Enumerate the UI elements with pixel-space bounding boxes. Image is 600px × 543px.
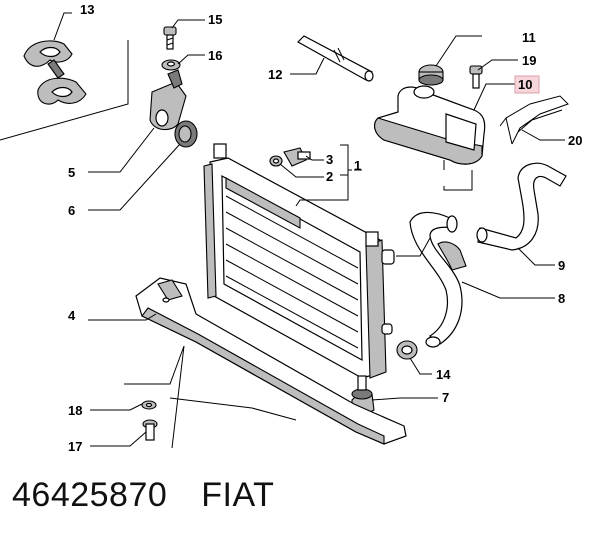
radiator-fins (225, 195, 359, 349)
label-13: 13 (80, 2, 94, 17)
part-number: 46425870 (12, 476, 168, 514)
label-20: 20 (568, 133, 582, 148)
highlight-box-10 (514, 75, 540, 94)
part-caption: 46425870 FIAT (12, 476, 274, 526)
label-18: 18 (68, 403, 82, 418)
label-14: 14 (436, 367, 451, 382)
part-3-sensor (283, 147, 311, 167)
label-19: 19 (522, 53, 536, 68)
part-12-hose (297, 35, 374, 82)
part-4-crossmember (135, 277, 407, 445)
label-5: 5 (68, 165, 75, 180)
part-20-clip (499, 95, 569, 145)
leader-lines (53, 12, 565, 449)
label-4: 4 (68, 308, 76, 323)
part-5-bracket (149, 69, 187, 131)
label-8: 8 (558, 291, 565, 306)
part-9-upper-hose (476, 162, 567, 251)
brand-name: FIAT (201, 476, 275, 514)
label-16: 16 (208, 48, 222, 63)
part-11-cap (418, 64, 444, 86)
part-18-washer (141, 400, 157, 410)
part-19-screw (469, 65, 483, 89)
part-10-expansion-tank (374, 85, 486, 170)
callout-labels: 13 15 16 12 11 19 10 20 5 6 3 2 1 9 8 4 … (68, 2, 582, 454)
part-16-washer (161, 59, 181, 71)
label-6: 6 (68, 203, 75, 218)
label-17: 17 (68, 439, 82, 454)
part-13-clamp (23, 40, 87, 105)
label-15: 15 (208, 12, 222, 27)
parts-diagram: 13 15 16 12 11 19 10 20 5 6 3 2 1 9 8 4 … (0, 2, 582, 454)
part-15-screw (163, 26, 177, 50)
label-1: 1 (354, 158, 361, 173)
label-7: 7 (442, 390, 449, 405)
label-3: 3 (326, 152, 333, 167)
part-8-lower-hose (409, 211, 467, 348)
part-2-washer (269, 155, 283, 167)
label-2: 2 (326, 169, 333, 184)
part-17-bolt (142, 419, 158, 441)
label-11: 11 (522, 30, 536, 45)
inset-frame (0, 40, 129, 141)
label-9: 9 (558, 258, 565, 273)
label-12: 12 (268, 67, 282, 82)
part-6-mount (174, 120, 198, 148)
label-10: 10 (518, 77, 532, 92)
part-14-hose-clamp (396, 340, 418, 360)
part-1-radiator (203, 143, 395, 379)
